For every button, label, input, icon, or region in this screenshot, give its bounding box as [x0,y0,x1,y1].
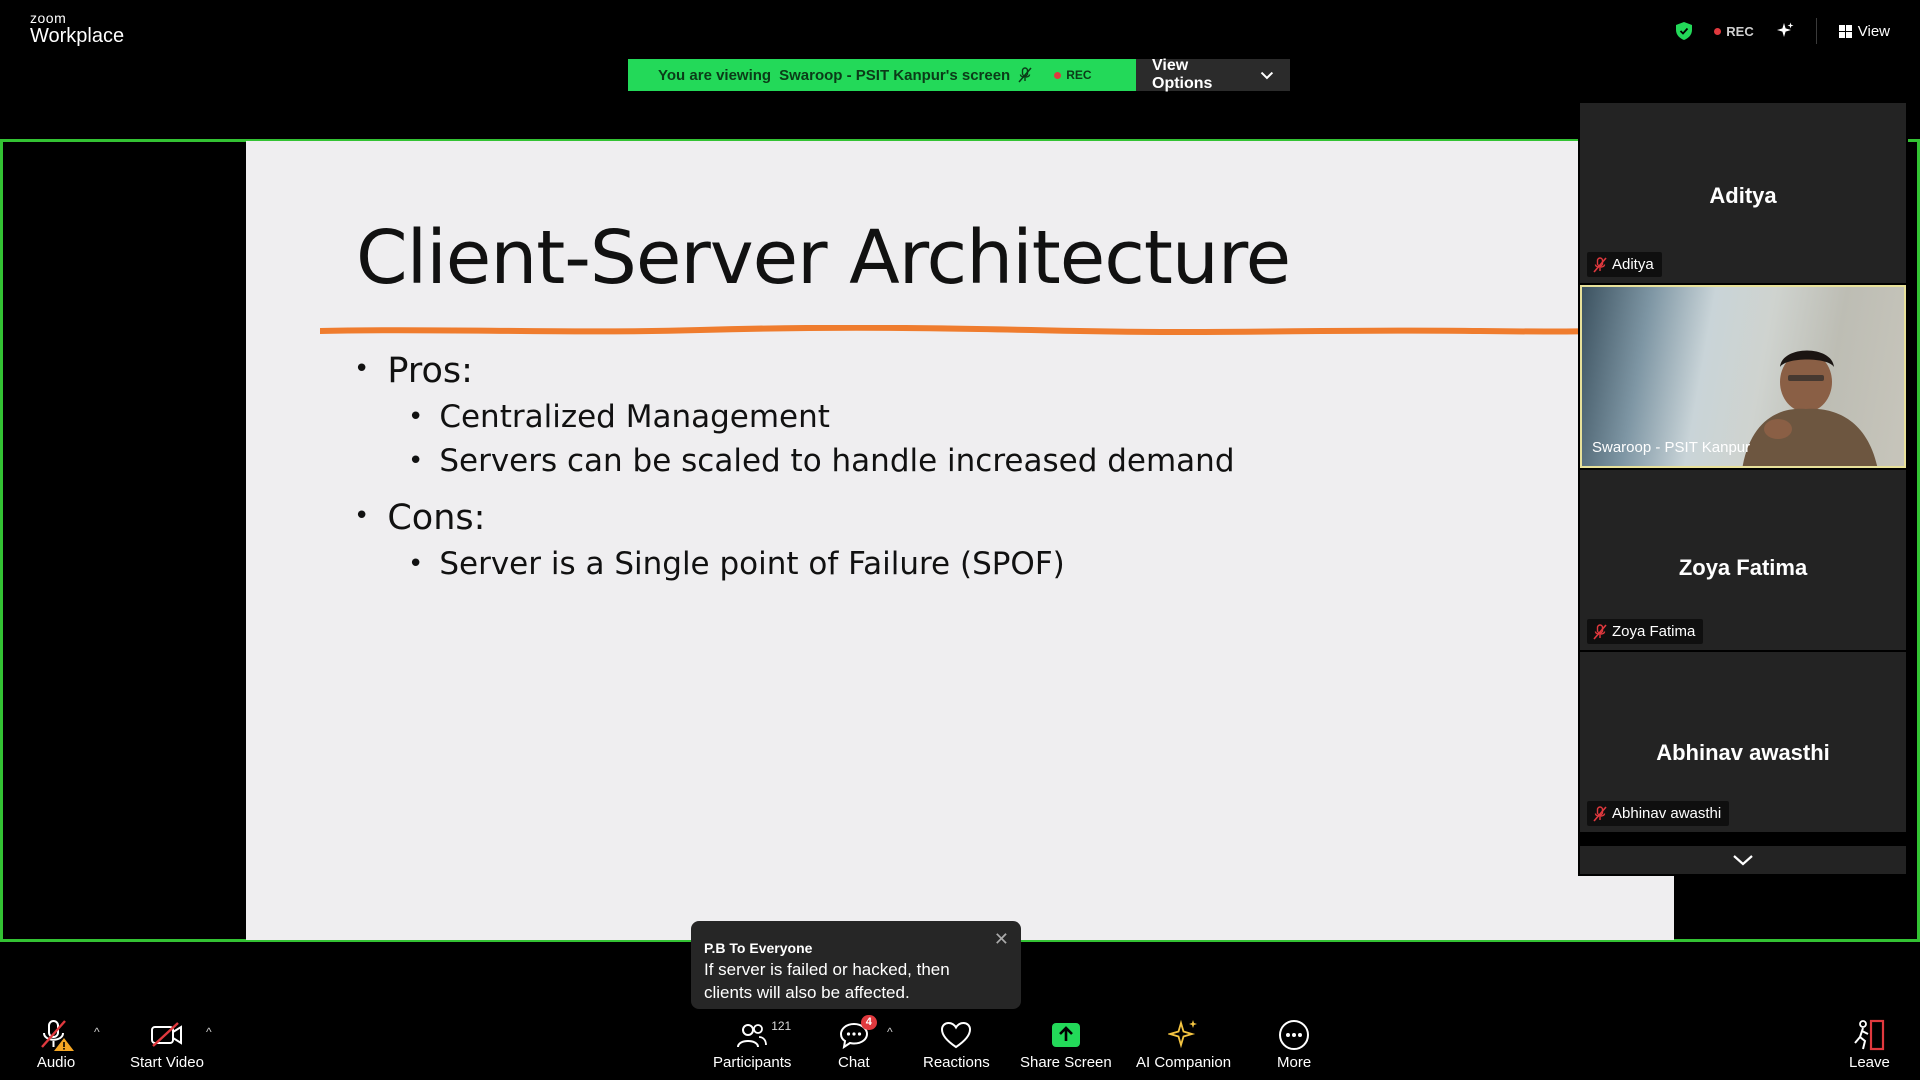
slide-bullets: • Pros: • Centralized Management • Serve… [354,351,1235,582]
meeting-toolbar: Audio ^ Start Video ^ [0,1013,1920,1080]
participant-display-name: Zoya Fatima [1678,555,1808,580]
more-label: More [1277,1054,1312,1071]
start-video-label: Start Video [130,1054,204,1071]
sub-bullet-text: Servers can be scaled to handle increase… [439,443,1235,480]
bullet-text: Pros: [387,351,473,391]
leave-button[interactable]: Leave [1849,1017,1890,1071]
scroll-down-button[interactable] [1580,846,1906,874]
chevron-down-icon [1733,855,1753,866]
audio-label: Audio [36,1054,76,1071]
sub-bullet-text: Server is a Single point of Failure (SPO… [439,545,1065,582]
muted-mic-warning-icon [41,1020,74,1051]
muted-mic-icon [1593,623,1607,640]
view-button[interactable]: View [1838,22,1890,40]
presenter-video-feed [1742,350,1877,466]
top-right-controls: REC View [1676,18,1890,44]
chat-message-line: If server is failed or hacked, then [704,960,950,979]
participant-tile-abhinav[interactable]: Abhinav awasthi Abhinav awasthi [1580,652,1906,832]
chat-message: If server is failed or hacked, then clie… [704,958,1007,1004]
banner-rec-indicator: REC [1054,68,1092,82]
participants-label: Participants [713,1054,792,1071]
participant-tile-swaroop[interactable]: Swaroop - PSIT Kanpur [1580,285,1906,468]
ai-companion-button[interactable]: AI Companion [1136,1017,1231,1071]
more-button[interactable]: More [1277,1017,1311,1071]
participants-count: 121 [771,1019,792,1033]
leave-door-icon [1854,1019,1885,1051]
sparkle-icon[interactable] [1776,22,1794,40]
bullet-pros: • Pros: [354,351,473,391]
ai-companion-label: AI Companion [1136,1054,1232,1071]
muted-mic-icon [1593,805,1607,822]
participant-tile-zoya[interactable]: Zoya Fatima Zoya Fatima [1580,470,1906,650]
participant-name-label: Swaroop - PSIT Kanpur [1592,439,1751,456]
share-screen-icon [1051,1023,1080,1047]
chat-sender: P.B To Everyone [704,940,813,956]
bullet-cons: • Cons: [354,497,486,538]
view-options-label: View Options [1152,57,1213,92]
participant-name-label: Abhinav awasthi [1587,801,1730,826]
participant-display-name: Aditya [1709,183,1777,208]
participant-gallery: Aditya Aditya Swaroop - PSIT Kanpur [1578,60,1908,876]
viewing-sharer: Swaroop - PSIT Kanpur's screen [779,66,1011,84]
share-screen-label: Share Screen [1020,1054,1112,1071]
rec-label: REC [1726,23,1754,39]
muted-mic-icon [1018,67,1032,83]
close-icon[interactable]: ✕ [993,929,1009,949]
more-dots-icon [1279,1020,1310,1050]
chat-unread-badge: 4 [860,1015,877,1030]
muted-mic-icon [1593,256,1607,273]
participant-tile-aditya[interactable]: Aditya Aditya [1580,103,1906,283]
leave-label: Leave [1849,1054,1890,1071]
viewing-prefix: You are viewing [658,66,772,84]
sub-bullet-text: Centralized Management [439,399,830,435]
video-off-icon [150,1022,182,1047]
video-options-caret[interactable]: ^ [206,1025,212,1039]
audio-options-caret[interactable]: ^ [94,1025,100,1039]
view-label: View [1857,22,1890,40]
participant-name-label: Aditya [1587,252,1662,277]
top-bar: zoom Workplace REC View [0,0,1920,60]
reactions-label: Reactions [923,1054,990,1071]
zoom-logo: zoom Workplace [30,11,124,46]
banner-rec-label: REC [1066,68,1092,82]
viewing-status: You are viewing Swaroop - PSIT Kanpur's … [628,59,1136,91]
screen-share-banner: You are viewing Swaroop - PSIT Kanpur's … [628,57,1290,92]
view-options-button[interactable]: View Options [1136,57,1290,92]
recording-indicator[interactable]: REC [1714,23,1754,39]
chat-notification[interactable]: ✕ P.B To Everyone If server is failed or… [691,921,1021,1009]
bullet-text: Cons: [387,497,486,538]
chat-bubble-icon [839,1022,868,1049]
title-underline [320,325,1674,335]
presentation-slide: Client-Server Architecture • Pros: • Cen… [246,141,1674,940]
rec-dot-icon [1714,27,1722,35]
divider [1815,18,1817,44]
security-shield-icon[interactable] [1676,22,1693,40]
participants-icon [737,1024,768,1048]
banner-rec-dot-icon [1054,71,1062,79]
logo-zoom-text: zoom [30,10,67,26]
sub-bullet: • Servers can be scaled to handle increa… [408,443,1235,480]
audio-button[interactable]: Audio [36,1017,76,1071]
sub-bullet: • Server is a Single point of Failure (S… [408,545,1065,582]
chat-label: Chat [838,1054,870,1071]
participant-display-name: Abhinav awasthi [1656,740,1830,765]
participant-name-label: Zoya Fatima [1587,619,1704,644]
start-video-button[interactable]: Start Video [130,1017,204,1071]
chevron-down-icon [1260,71,1274,79]
grid-view-icon [1838,24,1852,38]
share-screen-button[interactable]: Share Screen [1020,1017,1112,1071]
chat-options-caret[interactable]: ^ [887,1025,893,1039]
chat-button[interactable]: 4 Chat [838,1015,877,1071]
ai-sparkle-icon [1167,1019,1197,1049]
logo-workplace-text: Workplace [30,25,125,47]
slide-title: Client-Server Architecture [356,215,1291,301]
heart-icon [941,1021,972,1049]
participants-button[interactable]: 121 Participants [713,1017,791,1071]
sub-bullet: • Centralized Management [408,399,830,435]
chat-message-line: clients will also be affected. [704,983,910,1002]
reactions-button[interactable]: Reactions [923,1017,990,1071]
